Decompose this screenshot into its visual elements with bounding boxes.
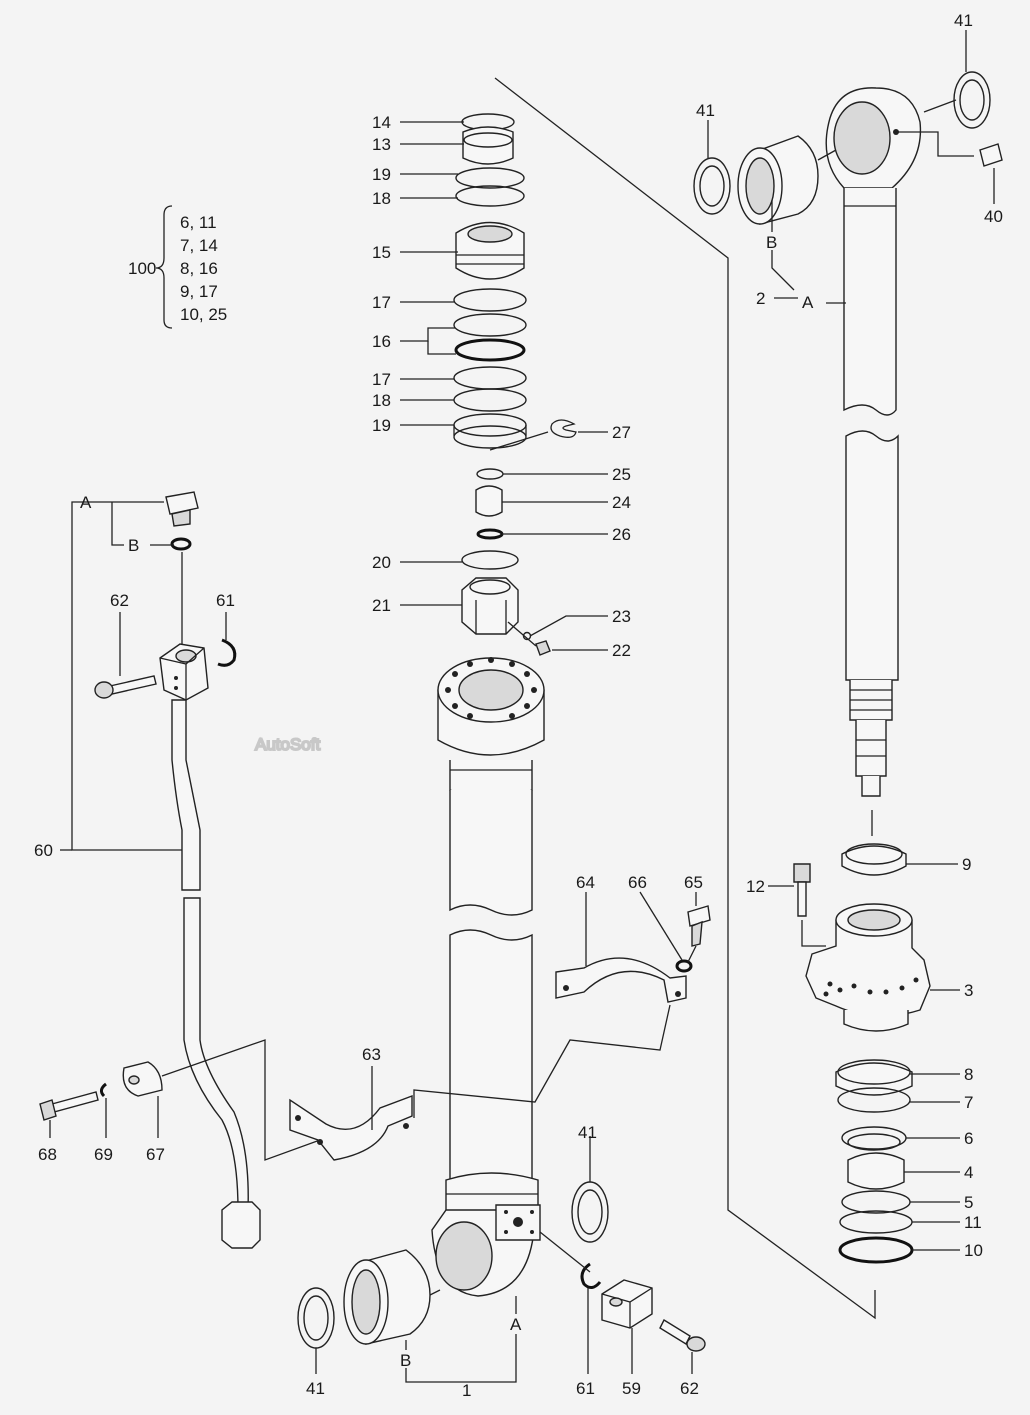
piston-rod	[693, 71, 1003, 836]
callout: 41	[578, 1123, 597, 1142]
callout: 64	[576, 873, 595, 892]
callout: 66	[628, 873, 647, 892]
callout: 63	[362, 1045, 381, 1064]
callout: 6	[964, 1129, 973, 1148]
callout: 14	[372, 113, 391, 132]
callout: 4	[964, 1163, 973, 1182]
callout: 21	[372, 596, 391, 615]
callout: 17	[372, 293, 391, 312]
callout: 16	[372, 332, 391, 351]
kit-label: 100	[128, 259, 156, 278]
callout: 19	[372, 416, 391, 435]
callout: 20	[372, 553, 391, 572]
callout: 62	[110, 591, 129, 610]
callout: 1	[462, 1381, 471, 1400]
callout: A	[510, 1315, 522, 1334]
callout: 65	[684, 873, 703, 892]
callout: 69	[94, 1145, 113, 1164]
callout: 61	[216, 591, 235, 610]
callout: 26	[612, 525, 631, 544]
callout: 7	[964, 1093, 973, 1112]
callout: 11	[964, 1213, 982, 1232]
callout: 8	[964, 1065, 973, 1084]
callout: 3	[964, 981, 973, 1000]
callout: 59	[622, 1379, 641, 1398]
callout: 60	[34, 841, 53, 860]
callout: B	[766, 233, 777, 252]
kit-item: 9, 17	[180, 282, 218, 301]
callout: 13	[372, 135, 391, 154]
kit-item: 8, 16	[180, 259, 218, 278]
callout: A	[80, 493, 92, 512]
port-fittings-bottom	[539, 1231, 706, 1352]
pin-seal-right	[571, 1181, 609, 1243]
callout: B	[400, 1351, 411, 1370]
callout: 41	[954, 11, 973, 30]
callout: 5	[964, 1193, 973, 1212]
callout: 12	[746, 877, 765, 896]
callout: 18	[372, 189, 391, 208]
callout: 41	[306, 1379, 325, 1398]
callout: 17	[372, 370, 391, 389]
clamp-63	[289, 1094, 413, 1161]
callout: 10	[964, 1241, 983, 1260]
bolt-65	[675, 905, 711, 973]
callout: 24	[612, 493, 631, 512]
callout: 23	[612, 607, 631, 626]
callout: 61	[576, 1379, 595, 1398]
pin-bushing-bottom	[297, 1249, 441, 1349]
callout: 25	[612, 465, 631, 484]
assembly-guide-lines	[494, 77, 876, 1320]
callout: 22	[612, 641, 631, 660]
clamp-64	[413, 957, 687, 1118]
callout: B	[128, 536, 139, 555]
callout: 15	[372, 243, 391, 262]
callout: 41	[696, 101, 715, 120]
callout-labels: 14 13 19 18 15 17 16 17 18 19 27 25 24 2…	[34, 11, 1003, 1400]
callout: 9	[962, 855, 971, 874]
callout: 67	[146, 1145, 165, 1164]
callout: A	[802, 293, 814, 312]
callout: 68	[38, 1145, 57, 1164]
leader-lines	[49, 30, 995, 1383]
kit-group: 100 6, 11 7, 14 8, 16 9, 17 10, 25	[128, 205, 227, 329]
kit-item: 10, 25	[180, 305, 227, 324]
callout: 40	[984, 207, 1003, 226]
watermark: AutoSoft	[255, 735, 320, 754]
cylinder-head	[793, 843, 931, 1264]
kit-item: 6, 11	[180, 213, 217, 232]
callout: 19	[372, 165, 391, 184]
pipe-assembly	[39, 491, 321, 1249]
cylinder-tube	[431, 657, 545, 1297]
callout: 27	[612, 423, 631, 442]
callout: 18	[372, 391, 391, 410]
callout: 2	[756, 289, 765, 308]
kit-item: 7, 14	[180, 236, 218, 255]
callout: 62	[680, 1379, 699, 1398]
piston-stack	[453, 113, 577, 656]
